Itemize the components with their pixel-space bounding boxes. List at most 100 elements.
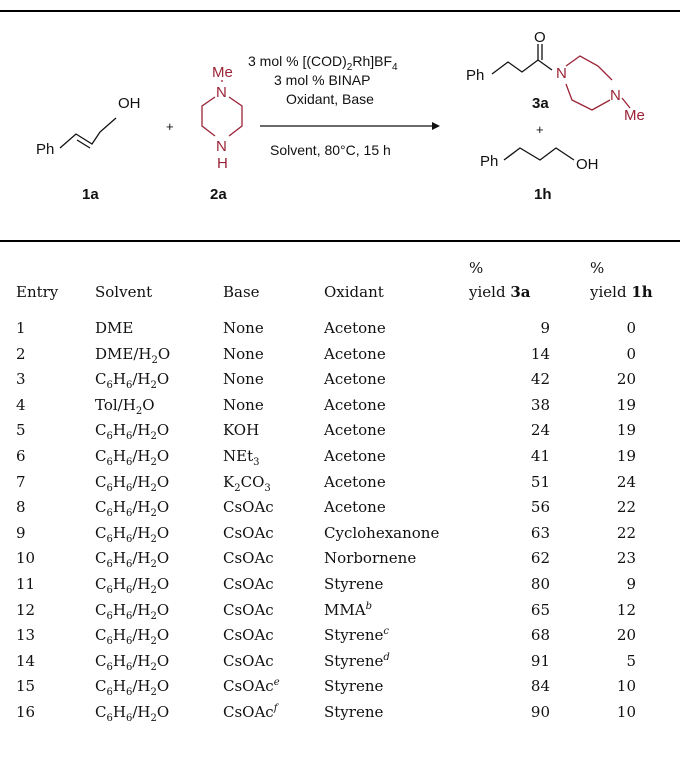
cell-entry: 9 — [16, 523, 26, 542]
cell-entry: 15 — [16, 677, 36, 696]
cell-yield-1h: 20 — [616, 626, 636, 645]
cell-solvent: C6H6/H2O — [95, 523, 170, 545]
reactant2-n-bottom: N — [216, 138, 227, 155]
cell-yield-1h: 10 — [616, 677, 636, 696]
cell-entry: 14 — [16, 651, 36, 670]
product1-ph: Ph — [466, 67, 484, 84]
header-yield1h-percent: % — [590, 259, 605, 277]
reactant2-n-top: N — [216, 84, 227, 101]
cell-solvent: C6H6/H2O — [95, 370, 170, 392]
cell-solvent: C6H6/H2O — [95, 446, 170, 468]
reactant1-label: 1a — [82, 186, 99, 203]
cell-entry: 13 — [16, 626, 36, 645]
reactant1-ph: Ph — [36, 141, 54, 158]
cell-yield-3a: 51 — [530, 472, 550, 491]
cell-yield-1h: 0 — [626, 319, 636, 337]
footnote-marker: e — [273, 677, 280, 689]
top-rule — [0, 10, 680, 12]
cell-entry: 6 — [16, 446, 26, 465]
cell-yield-3a: 56 — [530, 498, 550, 517]
cell-oxidant: Acetone — [324, 344, 386, 363]
cell-entry: 3 — [16, 370, 26, 389]
product1-me: Me — [624, 107, 645, 124]
condition-catalyst: 3 mol % [(COD)2Rh]BF4 — [248, 53, 398, 73]
cell-yield-3a: 84 — [530, 677, 550, 696]
cell-entry: 11 — [16, 574, 36, 593]
cell-base: None — [223, 319, 264, 337]
cell-yield-1h: 12 — [616, 600, 636, 619]
cell-yield-1h: 5 — [626, 651, 636, 670]
cell-entry: 10 — [16, 549, 36, 568]
cell-entry: 5 — [16, 421, 26, 440]
cell-oxidant: Styrene — [324, 702, 384, 721]
cell-oxidant: Styrene — [324, 574, 384, 593]
plus-sign-1: + — [166, 119, 174, 134]
cell-yield-3a: 9 — [540, 319, 550, 337]
cell-yield-1h: 9 — [626, 574, 636, 593]
cell-base: CsOAc — [223, 549, 274, 568]
product1-n2: N — [610, 87, 621, 104]
cell-solvent: C6H6/H2O — [95, 421, 170, 443]
cell-oxidant: Acetone — [324, 421, 386, 440]
cell-yield-3a: 14 — [530, 344, 550, 363]
cell-yield-3a: 42 — [530, 370, 550, 389]
cell-solvent: C6H6/H2O — [95, 677, 170, 699]
cell-entry: 12 — [16, 600, 36, 619]
cell-base: KOH — [223, 421, 260, 440]
header-oxidant: Oxidant — [324, 283, 384, 301]
cell-yield-1h: 19 — [616, 395, 636, 414]
cell-yield-3a: 91 — [530, 651, 550, 670]
cell-yield-1h: 0 — [626, 344, 636, 363]
cell-base: CsOAcf — [223, 702, 278, 721]
footnote-marker: f — [273, 702, 278, 714]
cell-solvent: DME — [95, 319, 134, 337]
cell-yield-1h: 10 — [616, 702, 636, 721]
footnote-marker: b — [365, 600, 372, 612]
condition-oxidant-base: Oxidant, Base — [286, 91, 374, 107]
reactant-1a: Ph OH 1a — [36, 95, 141, 203]
cell-solvent: C6H6/H2O — [95, 651, 170, 673]
cell-yield-3a: 65 — [530, 600, 550, 619]
product2-oh: OH — [576, 156, 599, 173]
condition-solvent-temp: Solvent, 80°C, 15 h — [270, 142, 391, 158]
cell-entry: 2 — [16, 344, 26, 363]
reaction-conditions: 3 mol % [(COD)2Rh]BF4 3 mol % BINAP Oxid… — [248, 53, 440, 158]
cell-oxidant: Acetone — [324, 498, 386, 517]
reactant2-label: 2a — [210, 186, 227, 203]
cell-entry: 1 — [16, 319, 26, 337]
results-table: % % Entry Solvent Base Oxidant yield 3a … — [16, 256, 676, 726]
product1-n1: N — [556, 65, 567, 82]
product1-o: O — [534, 29, 546, 46]
cell-solvent: DME/H2O — [95, 344, 171, 366]
cell-oxidant: Acetone — [324, 395, 386, 414]
cell-entry: 4 — [16, 395, 26, 414]
product1-label: 3a — [532, 95, 549, 112]
cell-solvent: C6H6/H2O — [95, 498, 170, 520]
cell-oxidant: Acetone — [324, 319, 386, 337]
cell-oxidant: MMAb — [324, 600, 372, 619]
cell-oxidant: Acetone — [324, 472, 386, 491]
reactant-2a: Me N N H 2a — [201, 64, 243, 203]
cell-yield-3a: 68 — [530, 626, 550, 645]
cell-oxidant: Styrened — [324, 651, 390, 670]
cell-solvent: C6H6/H2O — [95, 549, 170, 571]
cell-yield-1h: 24 — [616, 472, 636, 491]
cell-entry: 7 — [16, 472, 26, 491]
cell-yield-3a: 41 — [530, 446, 550, 465]
cell-solvent: C6H6/H2O — [95, 626, 170, 648]
cell-base: CsOAc — [223, 626, 274, 645]
cell-oxidant: Styrenec — [324, 626, 389, 645]
header-base: Base — [223, 283, 260, 301]
cell-yield-3a: 38 — [530, 395, 550, 414]
cell-base: CsOAce — [223, 677, 280, 696]
cell-yield-1h: 22 — [616, 523, 636, 542]
header-entry: Entry — [16, 283, 59, 301]
